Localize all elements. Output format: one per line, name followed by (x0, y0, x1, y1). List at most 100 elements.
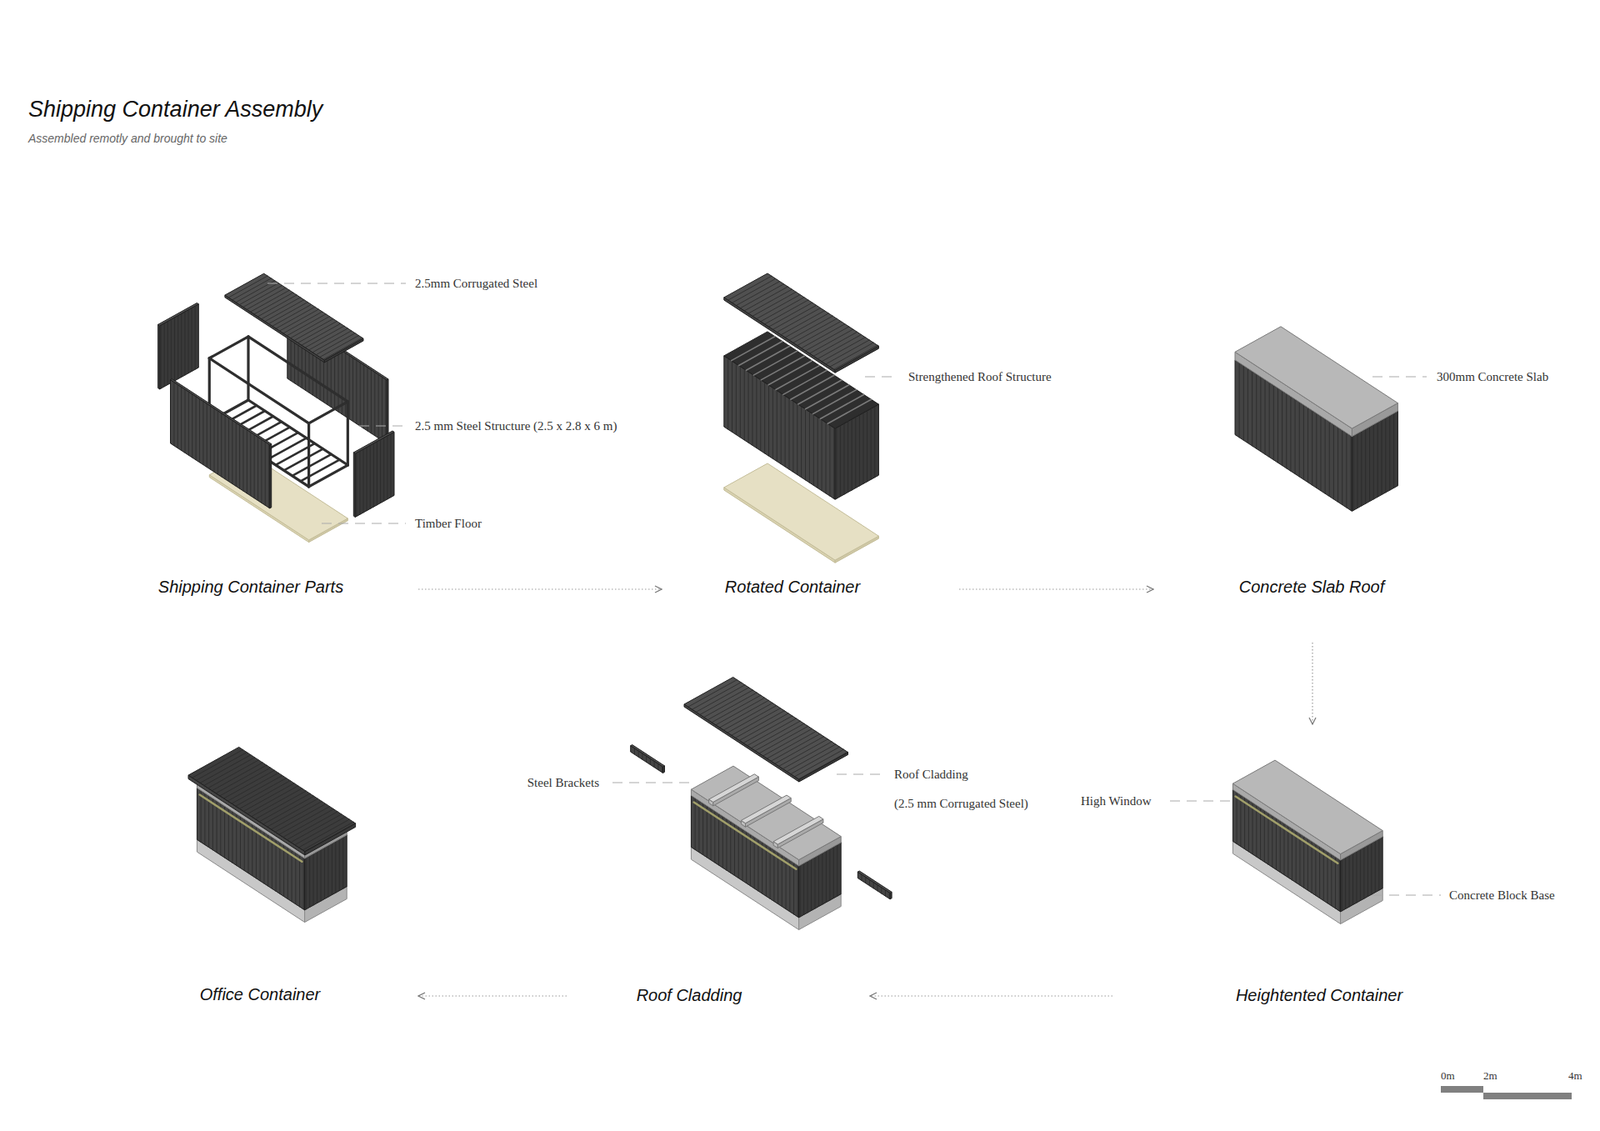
part-label: 2.5 mm Steel Structure (2.5 x 2.8 x 6 m) (415, 418, 617, 434)
rib-line (829, 848, 830, 900)
rib-line (880, 887, 882, 894)
rib-line (1330, 854, 1332, 906)
flow-arrow (959, 588, 1154, 590)
rib-line (1353, 435, 1355, 511)
top-face (709, 774, 760, 803)
rib-line (1255, 805, 1257, 857)
rib-line (1345, 432, 1347, 508)
rib-line (738, 826, 740, 879)
rib-line (363, 449, 365, 513)
leader-line (1372, 895, 1441, 896)
rib-line (744, 369, 745, 440)
rib-line (1350, 435, 1351, 511)
top-face (773, 815, 824, 845)
rib-line (1320, 415, 1321, 491)
rib-line (1255, 374, 1257, 450)
rib-line (217, 410, 219, 475)
rib-line (239, 283, 279, 305)
rib-line (1385, 417, 1386, 493)
rib-line (1339, 859, 1340, 911)
rib-line (185, 389, 186, 453)
rib-line (180, 386, 182, 450)
rib-line (1283, 823, 1285, 875)
rib-line (195, 305, 196, 370)
rib-line (833, 846, 835, 899)
rib-line (809, 329, 853, 354)
stage-node: Office Container (166, 691, 419, 1017)
rib-line (1323, 849, 1325, 901)
end-face (745, 798, 792, 828)
rib-line (235, 280, 275, 303)
rib-line (235, 813, 237, 865)
rib-line (305, 325, 345, 348)
rib-line (225, 415, 226, 480)
rib-line (386, 435, 388, 500)
leader-line (267, 283, 406, 285)
rib-line (309, 855, 310, 908)
rib-line (795, 749, 845, 777)
rib-line (770, 846, 771, 899)
part-label: 2.5mm Corrugated Steel (415, 275, 538, 291)
scale-label: 2m (1483, 1069, 1498, 1083)
rib-line (840, 425, 841, 497)
rib-line (228, 808, 230, 860)
floor-beam (275, 443, 315, 465)
rib-line (320, 335, 360, 358)
rib-line (793, 862, 795, 915)
rib-line (735, 363, 737, 435)
part-label: (2.5 mm Corrugated Steel) (894, 795, 1029, 811)
rib-line (214, 408, 215, 472)
rib-line (191, 394, 193, 458)
rib-line (817, 416, 819, 488)
rib-line (1271, 815, 1273, 867)
rib-line (821, 420, 823, 491)
rib-line (718, 813, 720, 865)
rib-line (772, 305, 816, 330)
rib-line (170, 319, 172, 383)
rib-line (324, 847, 325, 900)
flow-arrow (418, 995, 567, 996)
part-label: Roof Cladding (894, 766, 969, 782)
rib-line (710, 808, 712, 860)
rib-line (345, 353, 346, 417)
rib-line (813, 414, 815, 485)
rib-line (714, 810, 715, 863)
rib-line (757, 839, 759, 891)
rib-line (862, 412, 864, 484)
rib-line (279, 842, 280, 895)
side-face (857, 871, 890, 900)
rib-line (798, 751, 848, 780)
rib-line (760, 297, 805, 322)
stage-title: Shipping Container Parts (158, 576, 344, 597)
rib-line (805, 326, 850, 351)
rib-line (776, 308, 820, 333)
top-face (1232, 760, 1383, 855)
rib-line (1329, 421, 1330, 497)
office-illustration (188, 746, 356, 922)
rib-line (1252, 802, 1254, 855)
rib-line (1264, 810, 1265, 862)
rib-line (1307, 407, 1309, 483)
parts-illustration (158, 273, 395, 542)
rib-line (641, 753, 643, 760)
rib-line (359, 450, 360, 515)
rib-line (1341, 430, 1343, 505)
rib-line (768, 385, 770, 456)
rib-line (1277, 388, 1279, 464)
rib-line (309, 328, 349, 350)
rib-line (765, 844, 767, 896)
rib-line (327, 845, 329, 897)
rib-line (316, 851, 318, 904)
rib-line (257, 295, 297, 317)
rib-line (1248, 800, 1250, 852)
rib-line (191, 307, 193, 371)
rib-line (323, 337, 363, 360)
part-label: 300mm Concrete Slab (1436, 369, 1549, 385)
rib-line (235, 422, 237, 486)
rib-line (809, 411, 810, 483)
rib-line (859, 415, 860, 486)
floor-beam (300, 460, 340, 482)
top-face (188, 746, 356, 851)
roof-beam (827, 399, 871, 424)
rib-line (231, 420, 233, 484)
